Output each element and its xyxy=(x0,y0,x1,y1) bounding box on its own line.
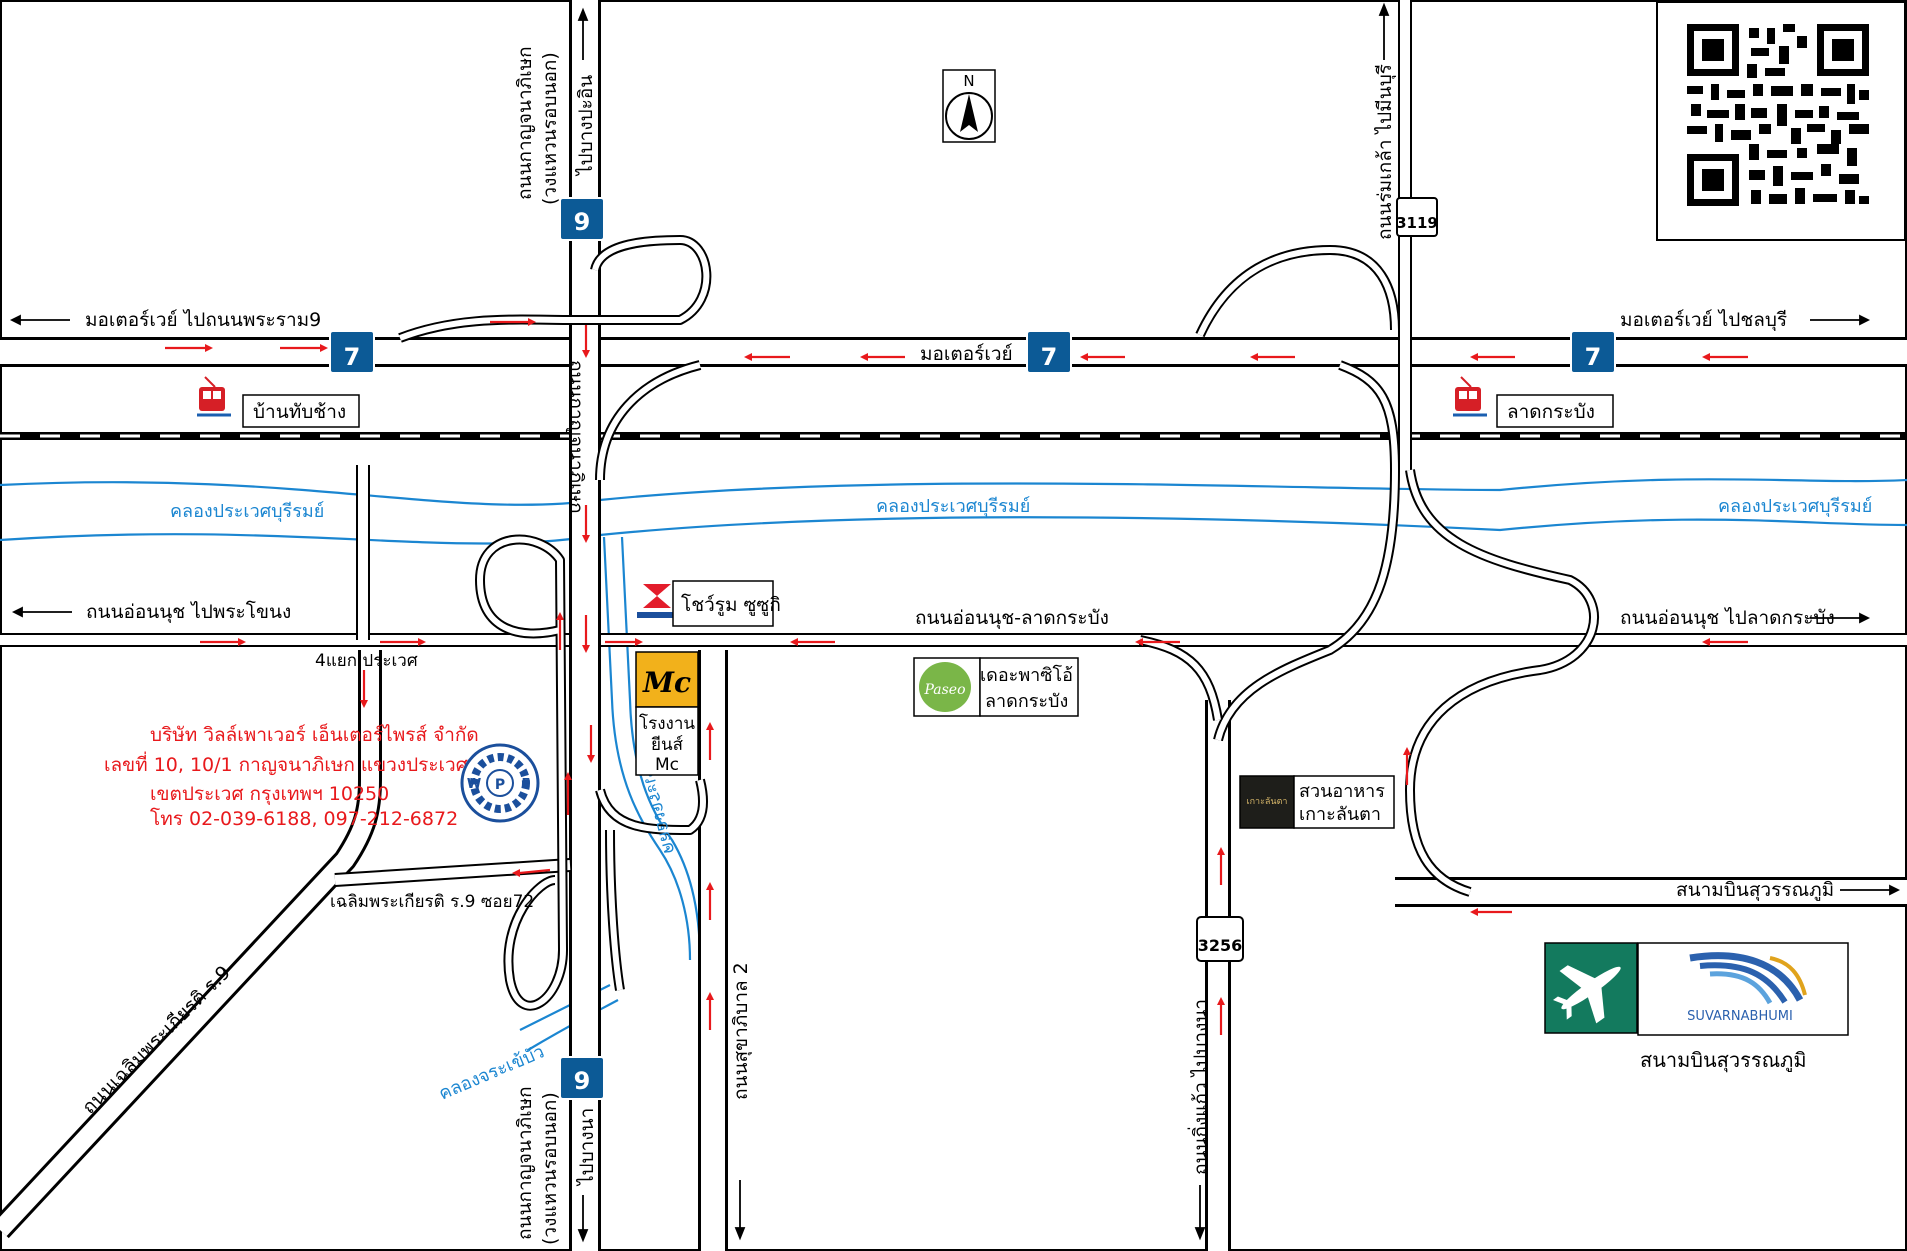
route-sign-7-b: 7 xyxy=(1026,330,1072,374)
svg-text:E: E xyxy=(522,777,531,792)
qr-code-icon xyxy=(1656,1,1906,241)
route-sign-7-c: 7 xyxy=(1570,330,1616,374)
route-sign-9-top: 9 xyxy=(559,197,605,241)
north-arrow-icon xyxy=(960,94,978,132)
airport-caption: สนามบินสุวรรณภูมิ xyxy=(1640,1048,1807,1073)
compass-north-label: N xyxy=(963,72,974,90)
label-kanchana-south-sub: (วงแหวนรอบนอก) xyxy=(539,1092,561,1245)
company-address2: เขตประเวศ กรุงเทพฯ 10250 xyxy=(150,783,389,806)
label-romklao: ถนนร่มเกล้า ไปมีนบุรี xyxy=(1374,64,1397,240)
mc-line3: Mc xyxy=(655,755,679,775)
traffic-arrows xyxy=(165,318,1748,1035)
direction-arrows xyxy=(9,2,1901,1243)
station-label: บ้านทับช้าง xyxy=(253,401,346,423)
railway xyxy=(0,432,1907,440)
route-sign-3256: 3256 xyxy=(1196,916,1244,962)
paseo-logo: Paseo xyxy=(923,682,965,698)
suzuki-logo-icon xyxy=(637,584,679,618)
svg-text:7: 7 xyxy=(1585,343,1602,371)
road-labels: มอเตอร์เวย์ ไปถนนพระราม9 มอเตอร์เวย์ มอเ… xyxy=(78,46,1835,1245)
label-kanchana-south-dir: ไปบางนา xyxy=(576,1108,598,1187)
svg-text:9: 9 xyxy=(574,208,591,236)
station-label: ลาดกระบัง xyxy=(1507,401,1595,423)
label-chaloem-soi: เฉลิมพระเกียรติ ร.9 ซอย72 xyxy=(330,892,534,912)
label-canal-west: คลองประเวศบุรีรมย์ xyxy=(170,501,324,522)
airport-logo: SUVARNABHUMI สนามบินสุวรรณภูมิ xyxy=(1544,942,1849,1073)
route-sign-7-a: 7 xyxy=(329,330,375,374)
company-phone: โทร 02-039-6188, 097-212-6872 xyxy=(150,807,458,830)
company-logo-icon: W P E xyxy=(460,743,540,823)
label-sukhaphiban2: ถนนสุขาภิบาล 2 xyxy=(730,962,753,1100)
svg-text:7: 7 xyxy=(1041,343,1058,371)
label-airport-road: สนามบินสุวรรณภูมิ xyxy=(1676,879,1834,902)
label-onnut-center: ถนนอ่อนนุช-ลาดกระบัง xyxy=(915,607,1109,630)
label-canal-center: คลองประเวศบุรีรมย์ xyxy=(876,496,1030,517)
poi-kao-lanta: เกาะลันตา สวนอาหาร เกาะลันตา xyxy=(1239,775,1395,829)
label-kanchana-north-dir: ไปบางปะอิน xyxy=(575,75,597,177)
kao-lanta-line1: สวนอาหาร xyxy=(1299,781,1385,802)
label-kanchana-north: ถนนกาญจนาภิเษก xyxy=(514,46,536,200)
label-kanchana-south: ถนนกาญจนาภิเษก xyxy=(514,1086,536,1240)
mc-logo: Mc xyxy=(642,666,691,699)
poi-mc-factory: Mc โรงงาน ยีนส์ Mc xyxy=(635,651,699,776)
label-kanchana-north-sub: (วงแหวนรอบนอก) xyxy=(539,52,561,205)
company-name: บริษัท วิลล์เพาเวอร์ เอ็นเตอร์ไพรส์ จำกั… xyxy=(150,722,479,746)
train-icon xyxy=(1453,376,1487,417)
label-kanchana-mid: ถนนกาญจนาภิเษก xyxy=(565,360,587,514)
label-motorway-west: มอเตอร์เวย์ ไปถนนพระราม9 xyxy=(85,309,321,331)
airplane-icon xyxy=(1552,965,1621,1024)
svg-text:3256: 3256 xyxy=(1198,936,1243,955)
compass: N xyxy=(942,69,996,143)
route-sign-9-bottom: 9 xyxy=(559,1056,605,1100)
label-onnut-west: ถนนอ่อนนุช ไปพระโขนง xyxy=(86,600,291,624)
svg-text:P: P xyxy=(495,777,505,793)
company-address1: เลขที่ 10, 10/1 กาญจนาภิเษก แขวงประเวศ xyxy=(104,751,468,776)
train-icon xyxy=(197,376,231,417)
airport-logo-text: SUVARNABHUMI xyxy=(1687,1009,1793,1024)
label-canal-east: คลองประเวศบุรีรมย์ xyxy=(1718,496,1872,517)
label-motorway-east: มอเตอร์เวย์ ไปชลบุรี xyxy=(1620,309,1787,332)
mc-line2: ยีนส์ xyxy=(651,735,684,755)
company-info: บริษัท วิลล์เพาเวอร์ เอ็นเตอร์ไพรส์ จำกั… xyxy=(104,722,479,830)
poi-paseo: Paseo เดอะพาซิโอ้ ลาดกระบัง xyxy=(913,657,1079,717)
svg-text:3119: 3119 xyxy=(1396,214,1438,232)
svg-text:W: W xyxy=(467,777,481,792)
paseo-line2: ลาดกระบัง xyxy=(985,691,1068,712)
label-prawet-junction: 4แยก ประเวศ xyxy=(315,651,418,671)
svg-text:9: 9 xyxy=(574,1067,591,1095)
kao-lanta-line2: เกาะลันตา xyxy=(1299,804,1381,825)
kao-lanta-logo: เกาะลันตา xyxy=(1247,797,1288,807)
station-lat-krabang: ลาดกระบัง xyxy=(1453,376,1614,428)
paseo-logo-icon xyxy=(919,662,971,712)
suzuki-label: โชว์รูม ซูซูกิ xyxy=(681,593,781,616)
svg-text:7: 7 xyxy=(344,343,361,371)
paseo-line1: เดอะพาซิโอ้ xyxy=(980,664,1073,686)
mc-line1: โรงงาน xyxy=(639,713,695,734)
label-onnut-east: ถนนอ่อนนุช ไปลาดกระบัง xyxy=(1620,607,1835,630)
label-kingkaeo: ถนนกิ่งแก้ว ไปบางนา xyxy=(1187,999,1212,1175)
poi-suzuki: โชว์รูม ซูซูกิ xyxy=(637,580,781,627)
route-sign-3119: 3119 xyxy=(1396,197,1438,237)
station-ban-thap-chang: บ้านทับช้าง xyxy=(197,376,360,428)
label-motorway-center: มอเตอร์เวย์ xyxy=(920,343,1013,365)
